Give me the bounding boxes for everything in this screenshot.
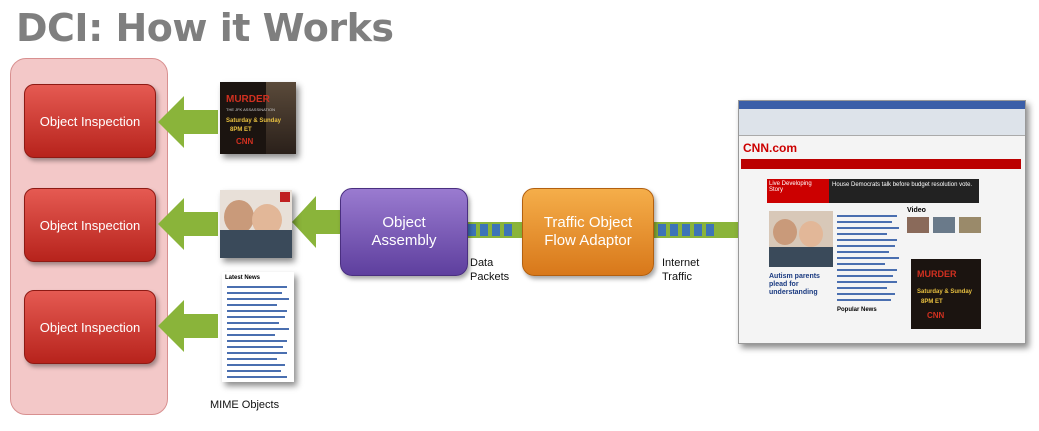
poster-day: Saturday & Sunday — [226, 118, 282, 124]
video-label: Video — [907, 207, 926, 214]
poster-title: MURDER — [226, 94, 270, 105]
object-assembly-line2: Assembly — [371, 232, 437, 249]
object-inspection-label: Object Inspection — [39, 217, 141, 233]
browser-screenshot: CNN.com Live Developing Story House Demo… — [738, 100, 1026, 344]
video-thumb — [907, 217, 929, 233]
object-assembly-line1: Object — [382, 214, 426, 231]
poster-time: 8PM ET — [230, 127, 252, 133]
slide-title: DCI: How it Works — [16, 6, 394, 50]
arrow-left-icon — [292, 196, 342, 248]
poster-image: MURDER THE JFK ASSASSINATION Saturday & … — [220, 82, 296, 154]
data-pipe — [464, 222, 524, 238]
cnn-nav-bar — [741, 159, 1021, 169]
cnn-logo: CNN.com — [743, 141, 798, 155]
browser-titlebar — [739, 101, 1025, 109]
video-thumb — [959, 217, 981, 233]
arrow-left-icon — [158, 300, 218, 352]
mime-objects-label: MIME Objects — [210, 399, 280, 411]
breaking-text: House Democrats talk before budget resol… — [829, 179, 979, 203]
poster-subtitle: THE JFK ASSASSINATION — [226, 107, 276, 112]
poster-logo: CNN — [236, 137, 254, 146]
adaptor-line2: Flow Adaptor — [544, 232, 632, 249]
adaptor-line1: Traffic Object — [543, 214, 633, 231]
ad-poster: MURDER Saturday & Sunday 8PM ET CNN — [911, 259, 981, 329]
breaking-label: Live Developing Story — [767, 179, 829, 203]
popular-label: Popular News — [837, 307, 877, 313]
browser-toolbar — [739, 109, 1025, 136]
story-headline: Autism parents plead for understanding — [769, 273, 820, 296]
story-photo — [769, 211, 833, 267]
object-inspection-box-3: Object Inspection — [24, 290, 156, 364]
arrow-left-icon — [158, 96, 218, 148]
arrow-left-icon — [158, 198, 218, 250]
object-inspection-label: Object Inspection — [39, 319, 141, 335]
object-inspection-box-2: Object Inspection — [24, 188, 156, 262]
traffic-pipe — [652, 222, 738, 238]
object-inspection-label: Object Inspection — [39, 113, 141, 129]
news-list-title: Latest News — [225, 275, 261, 281]
news-list-image: Latest News — [222, 272, 294, 382]
video-thumb — [933, 217, 955, 233]
object-inspection-box-1: Object Inspection — [24, 84, 156, 158]
photo-image — [220, 190, 292, 258]
